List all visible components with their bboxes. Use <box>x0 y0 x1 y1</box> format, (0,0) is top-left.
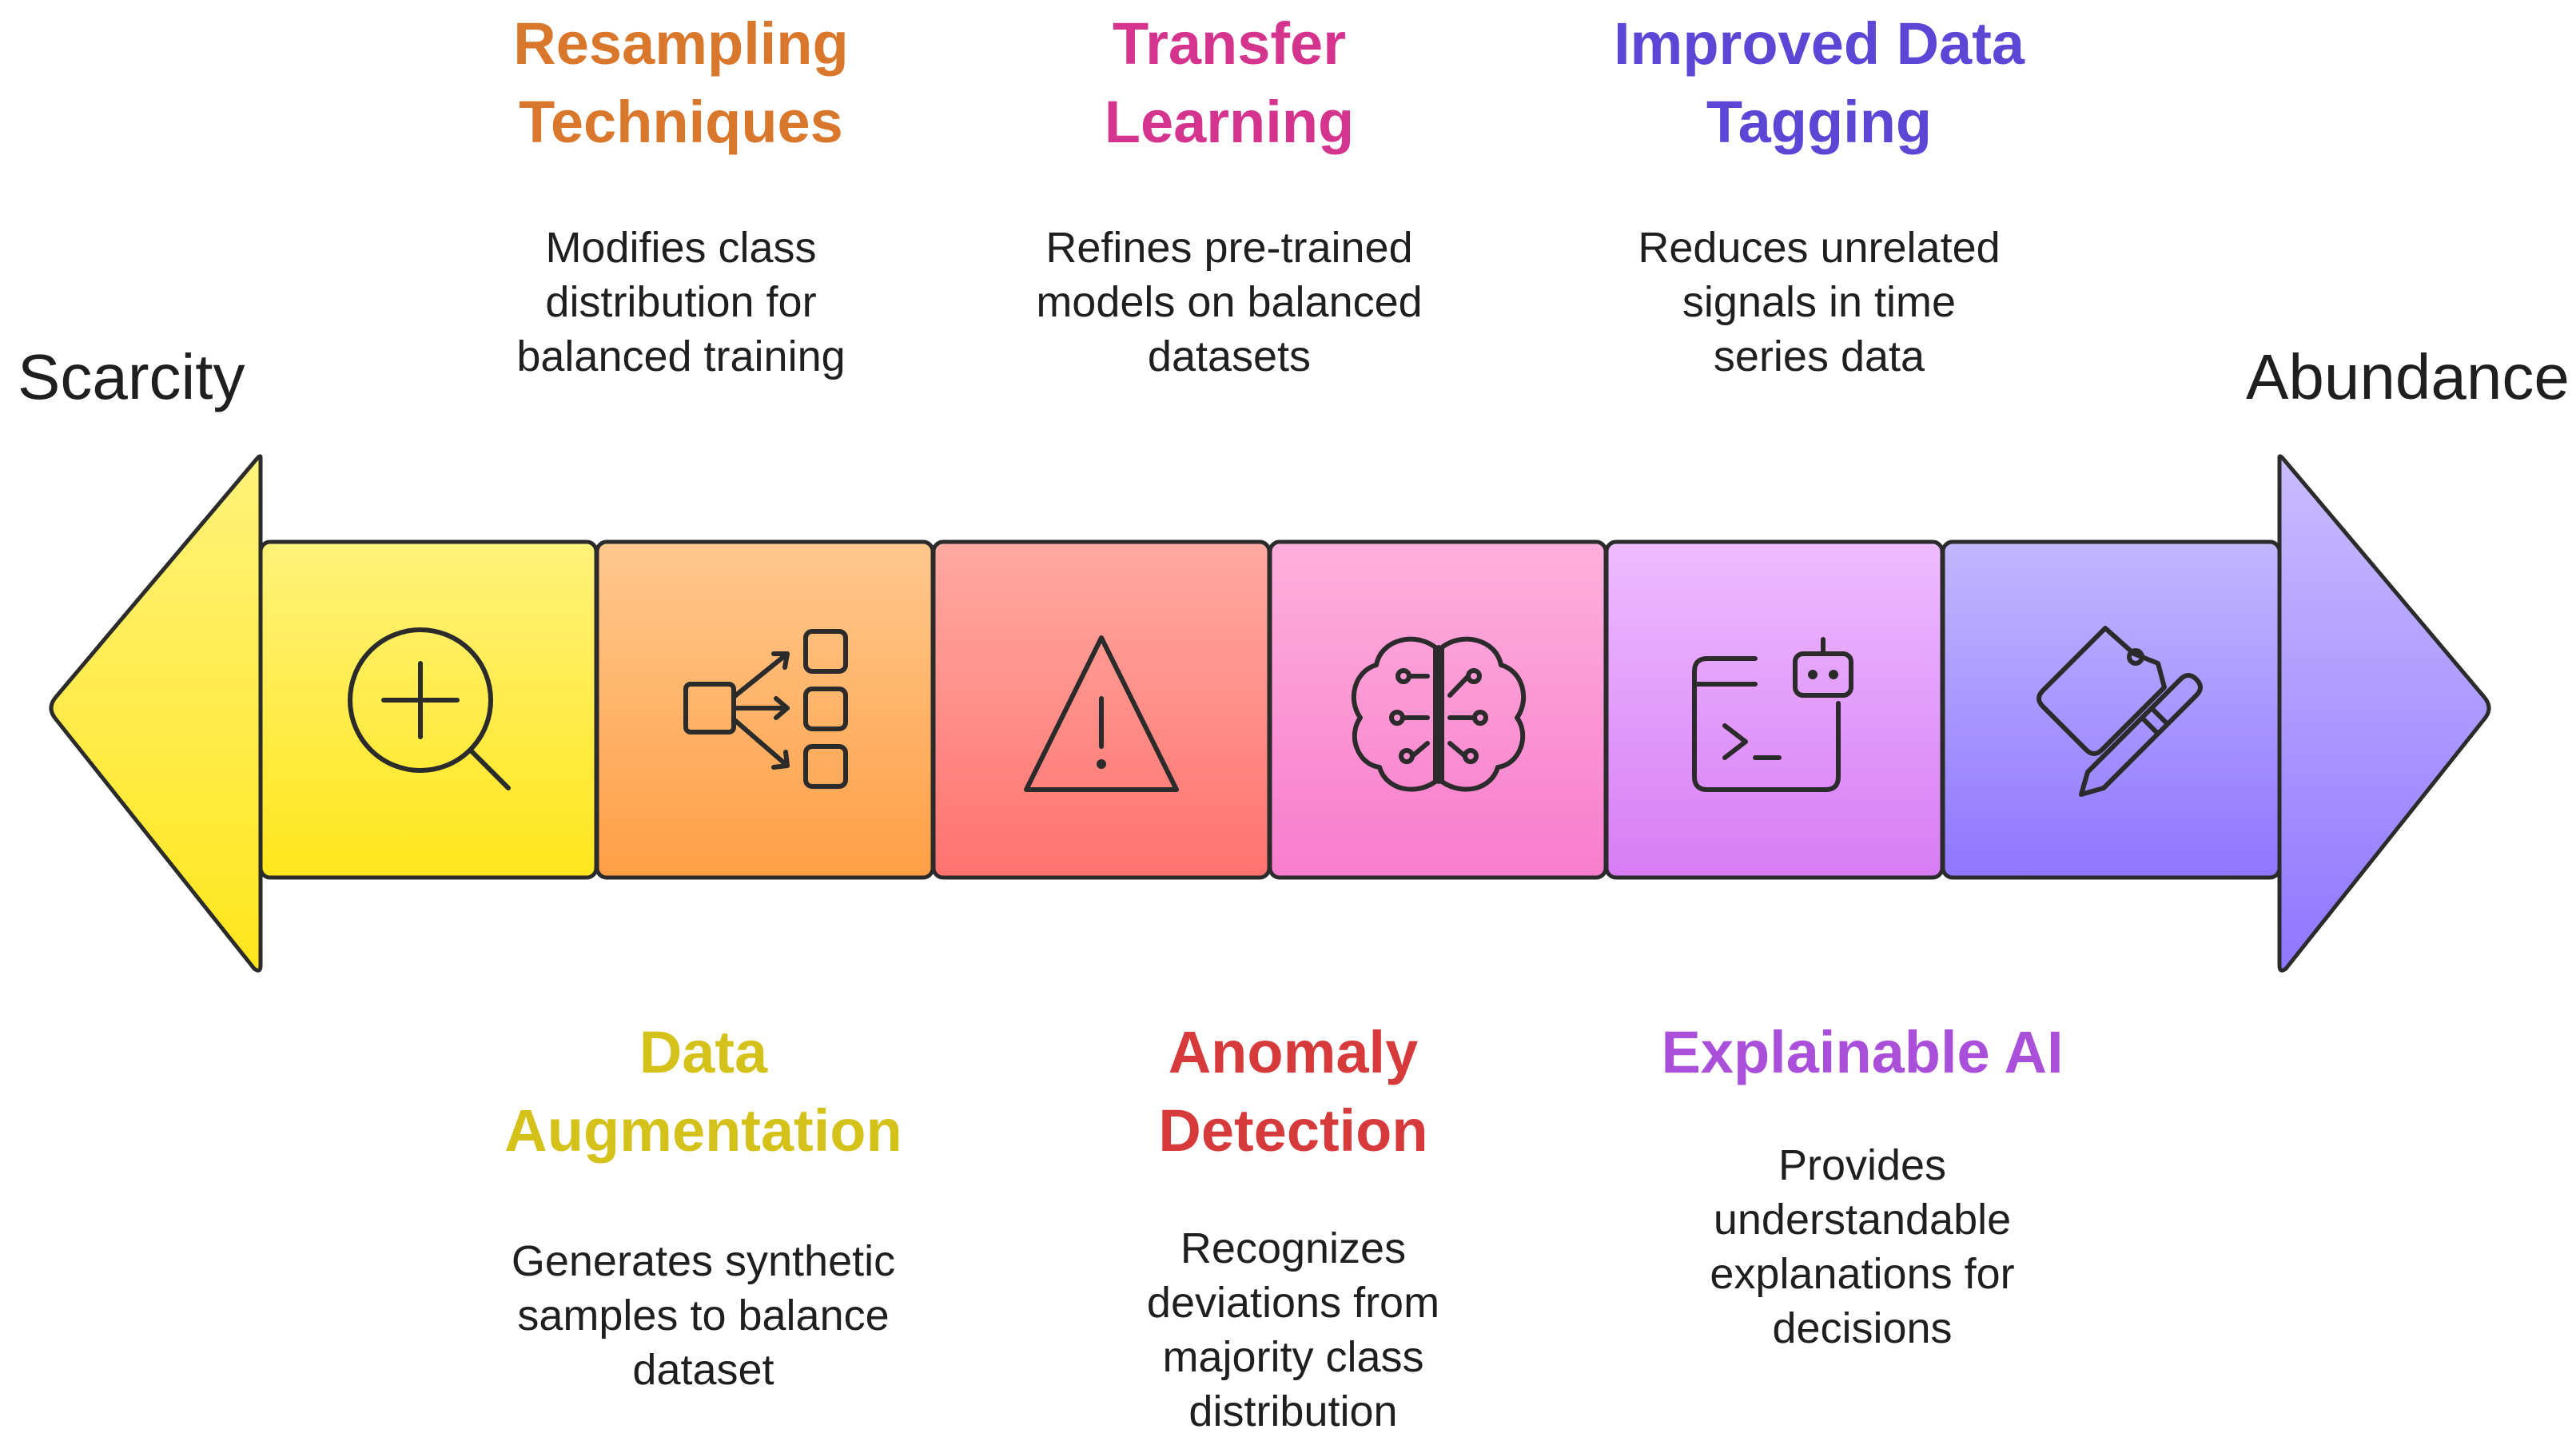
terminal-bot-icon <box>1692 637 1853 792</box>
abundance-label: Abundance <box>2246 341 2570 412</box>
improved-data-tagging-description: Reduces unrelated signals in time series… <box>1638 224 2001 380</box>
left-arrow-head <box>49 454 263 973</box>
data-augmentation-description: Generates synthetic samples to balance d… <box>511 1237 896 1394</box>
tag-pencil-icon <box>2037 626 2203 797</box>
segment-improved-data-tagging <box>1941 539 2282 880</box>
flow-split-icon <box>683 629 848 789</box>
transfer-learning-description: Refines pre-trained models on balanced d… <box>1036 224 1423 380</box>
brain-circuit-icon <box>1351 636 1527 792</box>
transfer-learning-title: Transfer Learning <box>1104 10 1355 155</box>
resampling-techniques-title: Resampling Techniques <box>513 10 849 155</box>
warning-triangle-icon <box>1024 635 1179 792</box>
segment-explainable-ai <box>1604 539 1945 880</box>
explainable-ai-title: Explainable AI <box>1661 1019 2064 1085</box>
resampling-techniques-description: Modifies class distribution for balanced… <box>516 224 846 380</box>
anomaly-detection-title: Anomaly Detection <box>1158 1019 1428 1164</box>
anomaly-detection-description: Recognizes deviations from majority clas… <box>1146 1224 1440 1435</box>
improved-data-tagging-title: Improved Data Tagging <box>1613 10 2025 155</box>
data-augmentation-title: Data Augmentation <box>504 1019 902 1164</box>
magnifier-plus-icon <box>348 627 511 790</box>
segment-data-augmentation <box>258 539 599 880</box>
scarcity-label: Scarcity <box>18 341 245 412</box>
explainable-ai-description: Provides understandable explanations for… <box>1710 1141 2015 1352</box>
right-arrow-head <box>2277 454 2491 973</box>
